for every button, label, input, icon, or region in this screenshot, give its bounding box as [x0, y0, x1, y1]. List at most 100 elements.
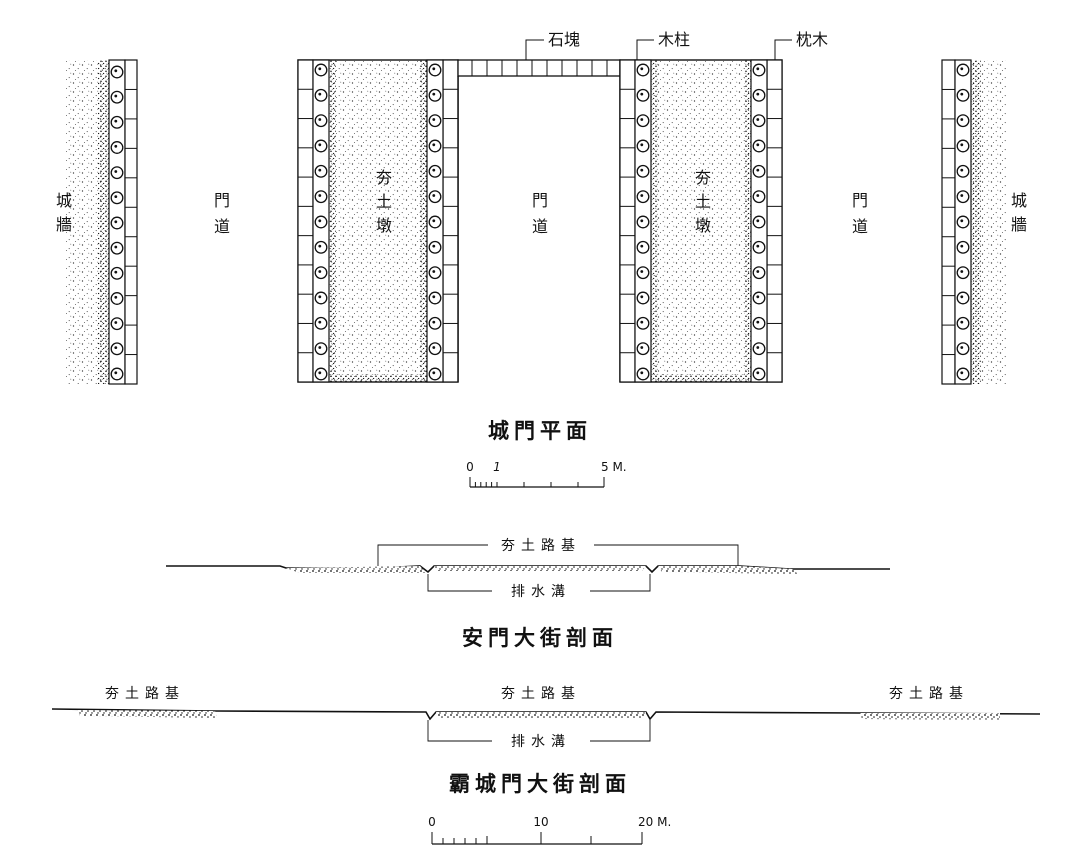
wooden-post — [956, 240, 970, 254]
ditch-bracket — [427, 720, 492, 742]
gate-passage-label-right: 道 — [852, 217, 868, 236]
sleeper-label: 枕木 — [796, 30, 828, 49]
section2-title: 霸城門大街剖面 — [449, 771, 631, 796]
wooden-post — [110, 266, 124, 280]
gate-passage-label-right: 門 — [852, 191, 868, 210]
pier-label-right: 墩 — [695, 216, 711, 235]
roadbed-label-center: 夯土路基 — [501, 685, 581, 702]
wooden-post — [428, 63, 442, 77]
wooden-post — [110, 191, 124, 205]
sleeper-boards — [767, 88, 782, 354]
pier-label-left: 墩 — [376, 216, 392, 235]
ditch-bracket — [427, 574, 492, 592]
wooden-post — [636, 139, 650, 153]
section-scale-tick-10: 10 — [533, 815, 548, 829]
wooden-post — [752, 266, 766, 280]
wooden-post — [110, 342, 124, 356]
gate-passage-label-left: 門 — [214, 191, 230, 210]
wooden-posts — [314, 63, 328, 381]
road-fill-center — [436, 712, 646, 718]
wooden-post — [110, 141, 124, 154]
road-fill-right — [658, 566, 798, 574]
roadbed-label-right: 夯土路基 — [889, 685, 969, 702]
road-fill-center — [434, 566, 646, 571]
wooden-post — [636, 114, 650, 128]
wooden-post — [956, 63, 970, 77]
wooden-post — [956, 342, 970, 356]
wooden-post — [956, 190, 970, 204]
right-city-wall — [941, 59, 1006, 385]
wooden-post — [636, 240, 650, 254]
wooden-posts — [110, 65, 124, 381]
wooden-post — [956, 88, 970, 102]
wooden-post — [428, 291, 442, 305]
section-scale-tick-20: 20 M. — [638, 815, 671, 829]
wooden-post — [428, 240, 442, 254]
bachengmen-street-section: 夯土路基 夯土路基 夯土路基 排水溝 霸城門大街剖面 0 10 20 M. — [51, 685, 1041, 845]
wooden-post — [428, 190, 442, 204]
wooden-post — [752, 63, 766, 77]
wooden-post — [956, 215, 970, 229]
wooden-post — [636, 266, 650, 280]
wooden-posts — [956, 63, 970, 381]
wooden-post — [428, 88, 442, 102]
sleeper-boards — [620, 88, 635, 354]
wooden-post — [110, 65, 124, 79]
sleeper-boards — [125, 88, 137, 356]
road-fill-left — [78, 710, 217, 718]
section1-title: 安門大街剖面 — [462, 625, 618, 650]
plan-scale-tick-1: 1 — [493, 460, 501, 474]
wooden-post — [956, 114, 970, 128]
right-rammed-earth-pier — [619, 59, 783, 383]
wooden-post — [956, 164, 970, 178]
wooden-post — [956, 291, 970, 305]
wooden-post — [428, 342, 442, 356]
pier-label-left: 夯 — [376, 168, 392, 187]
gate-passage-label-center: 道 — [532, 217, 548, 236]
wooden-post — [314, 240, 328, 254]
wooden-post — [110, 317, 124, 331]
wooden-post — [110, 90, 124, 104]
wooden-post — [956, 316, 970, 330]
wooden-post — [752, 215, 766, 229]
wooden-post — [110, 367, 124, 381]
roadbed-label: 夯土路基 — [501, 537, 581, 554]
leader-lines — [525, 39, 792, 60]
wooden-post — [314, 63, 328, 77]
wooden-post — [110, 216, 124, 230]
wooden-post — [752, 164, 766, 178]
city-wall-label-right: 城 — [1011, 191, 1027, 210]
wooden-post — [636, 215, 650, 229]
wooden-post — [314, 342, 328, 356]
wooden-post — [314, 215, 328, 229]
wooden-post — [956, 367, 970, 381]
wooden-post — [752, 367, 766, 381]
wooden-post — [314, 88, 328, 102]
wooden-post — [428, 266, 442, 280]
wooden-post — [752, 316, 766, 330]
wooden-posts — [752, 63, 766, 381]
wooden-post — [428, 316, 442, 330]
pier-label-right: 夯 — [695, 168, 711, 187]
wooden-post — [110, 166, 124, 180]
ditch-label: 排水溝 — [511, 734, 571, 750]
wooden-post — [110, 115, 124, 129]
gate-passage-label-center: 門 — [532, 191, 548, 210]
wooden-post — [110, 241, 124, 255]
stone-block-label: 石塊 — [548, 30, 580, 49]
wooden-post — [636, 291, 650, 305]
wooden-posts — [636, 63, 650, 381]
wooden-post — [428, 114, 442, 128]
sleeper-boards — [942, 88, 955, 356]
wooden-post — [636, 342, 650, 356]
wooden-post — [752, 88, 766, 102]
wooden-post — [636, 63, 650, 77]
wooden-post — [752, 114, 766, 128]
ditch-label: 排水溝 — [511, 584, 571, 600]
wooden-post — [752, 190, 766, 204]
wooden-post — [636, 367, 650, 381]
pier-label-right: 土 — [695, 192, 711, 211]
city-wall-label-right: 牆 — [1011, 215, 1027, 234]
wooden-post — [314, 266, 328, 280]
